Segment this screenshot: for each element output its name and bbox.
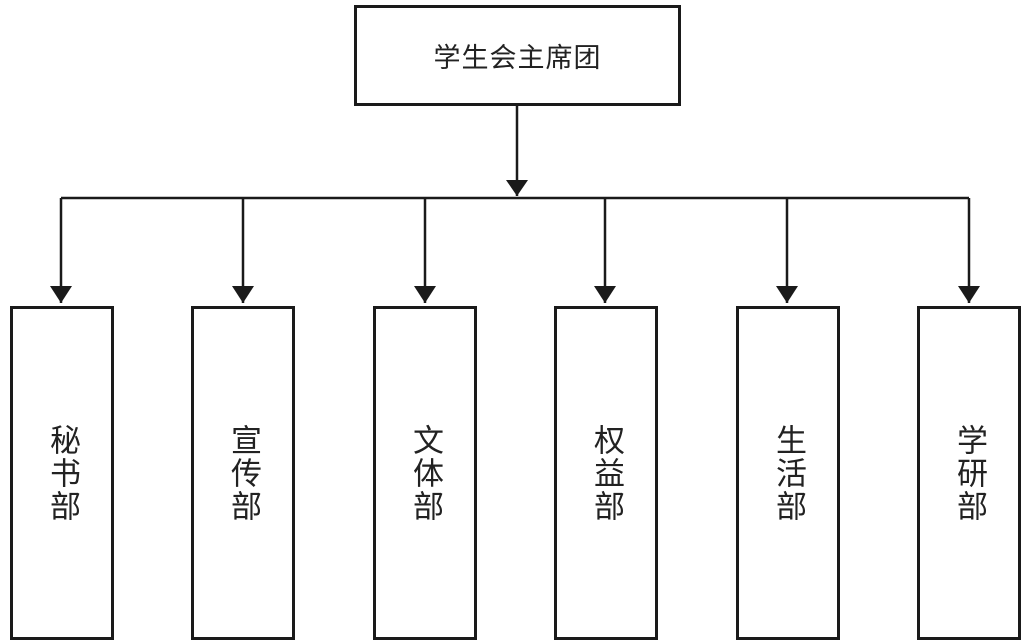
department-node-secretariat: 秘书部	[10, 306, 114, 640]
department-node-publicity: 宣传部	[191, 306, 295, 640]
arrowhead-root	[506, 180, 528, 196]
arrowhead-drop-5	[958, 286, 980, 303]
department-label: 文体部	[407, 423, 443, 523]
department-node-culture-sports: 文体部	[373, 306, 477, 640]
department-label: 学研部	[951, 423, 987, 523]
root-node: 学生会主席团	[354, 5, 681, 106]
department-node-rights: 权益部	[554, 306, 658, 640]
arrowhead-drop-2	[414, 286, 436, 303]
arrowhead-drop-1	[232, 286, 254, 303]
root-node-label: 学生会主席团	[433, 43, 602, 74]
department-node-academic: 学研部	[917, 306, 1021, 640]
department-label: 权益部	[588, 423, 624, 523]
arrowhead-drop-0	[50, 286, 72, 303]
arrowhead-drop-3	[594, 286, 616, 303]
department-label: 宣传部	[225, 423, 261, 523]
arrowhead-drop-4	[776, 286, 798, 303]
department-node-life: 生活部	[736, 306, 840, 640]
department-label: 生活部	[770, 423, 806, 523]
department-label: 秘书部	[44, 423, 80, 523]
